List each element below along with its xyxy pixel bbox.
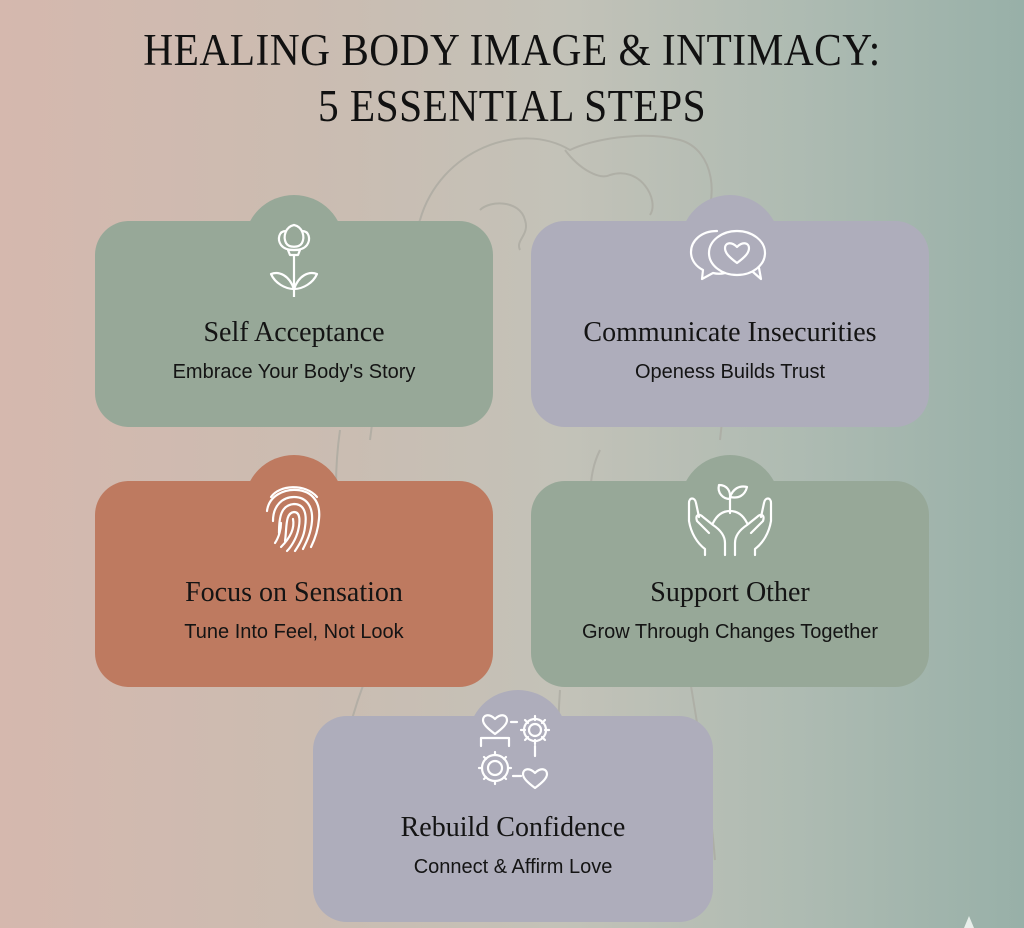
title-line-2: 5 ESSENTIAL STEPS <box>317 81 707 131</box>
corner-watermark-mark <box>964 916 974 928</box>
title-line-1: HEALING BODY IMAGE & INTIMACY: <box>143 25 881 75</box>
hands-sprout-icon <box>687 483 773 557</box>
chat-heart-icon <box>689 229 767 281</box>
step-subtitle: Openess Builds Trust <box>634 361 826 383</box>
step-title: Rebuild Confidence <box>400 812 626 843</box>
step-subtitle: Grow Through Changes Together <box>581 621 879 643</box>
step-subtitle: Embrace Your Body's Story <box>172 361 416 383</box>
heart-gears-icon <box>477 714 551 790</box>
step-card-focus-on-sensation: Focus on Sensation Tune Into Feel, Not L… <box>95 455 493 687</box>
step-title: Self Acceptance <box>203 317 385 348</box>
step-title: Support Other <box>650 577 810 608</box>
step-subtitle: Tune Into Feel, Not Look <box>184 621 404 643</box>
step-card-communicate-insecurities: Communicate Insecurities Openess Builds … <box>531 195 929 427</box>
step-subtitle: Connect & Affirm Love <box>413 856 613 878</box>
step-card-self-acceptance: Self Acceptance Embrace Your Body's Stor… <box>95 195 493 427</box>
step-card-rebuild-confidence: Rebuild Confidence Connect & Affirm Love <box>313 690 713 922</box>
step-title: Focus on Sensation <box>185 577 403 608</box>
flower-icon <box>269 223 319 297</box>
fingerprint-icon <box>265 486 321 553</box>
page-title: HEALING BODY IMAGE & INTIMACY: 5 ESSENTI… <box>41 22 983 134</box>
step-title: Communicate Insecurities <box>583 317 877 348</box>
step-card-support-other: Support Other Grow Through Changes Toget… <box>531 455 929 687</box>
